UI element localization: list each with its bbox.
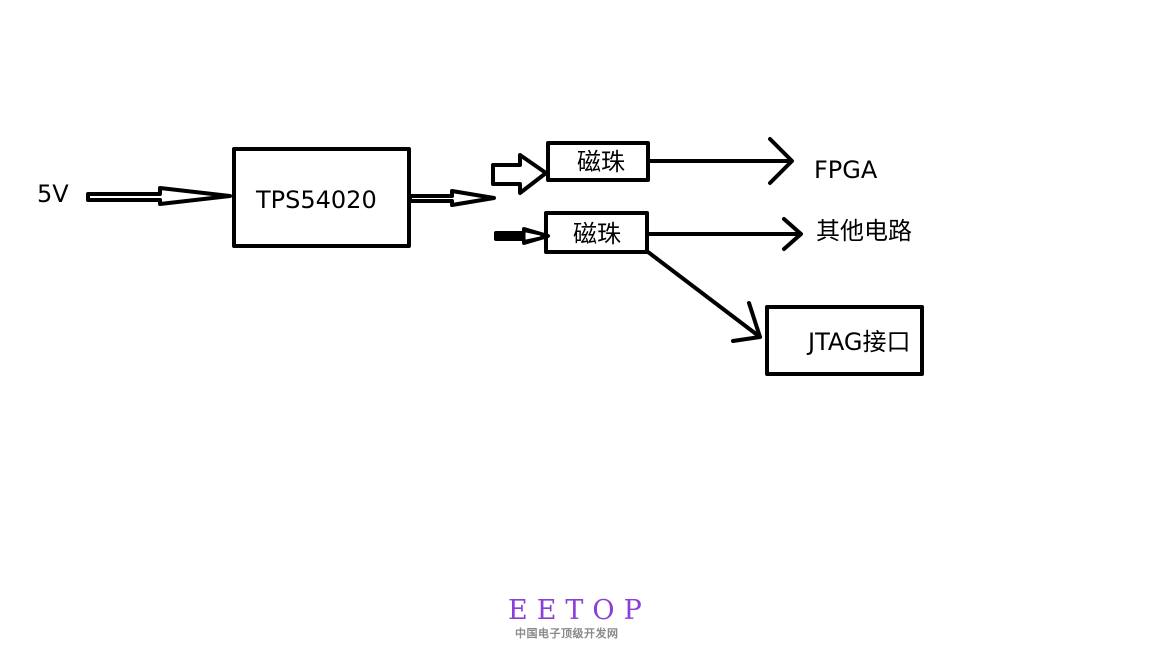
bead2-label: 磁珠 bbox=[573, 220, 621, 248]
regulator-output-arrow bbox=[408, 189, 496, 207]
jtag-label: JTAG接口 bbox=[808, 328, 911, 356]
regulator-label: TPS54020 bbox=[256, 186, 377, 214]
fpga-arrowhead bbox=[768, 137, 794, 185]
jtag-line bbox=[646, 250, 762, 339]
watermark-title: EETOP bbox=[508, 595, 651, 626]
other-circuit-label: 其他电路 bbox=[816, 217, 912, 245]
fpga-label: FPGA bbox=[814, 156, 878, 184]
watermark-subtitle: 中国电子顶级开发网 bbox=[515, 627, 619, 640]
bead2-input-arrow bbox=[494, 227, 550, 245]
bead1-input-arrow bbox=[491, 153, 548, 195]
jtag-box bbox=[765, 305, 924, 376]
other-arrowhead bbox=[782, 217, 803, 251]
bead1-label: 磁珠 bbox=[577, 148, 625, 176]
input-voltage-label: 5V bbox=[37, 180, 69, 208]
input-arrow bbox=[86, 186, 232, 206]
jtag-arrowhead bbox=[731, 301, 762, 343]
